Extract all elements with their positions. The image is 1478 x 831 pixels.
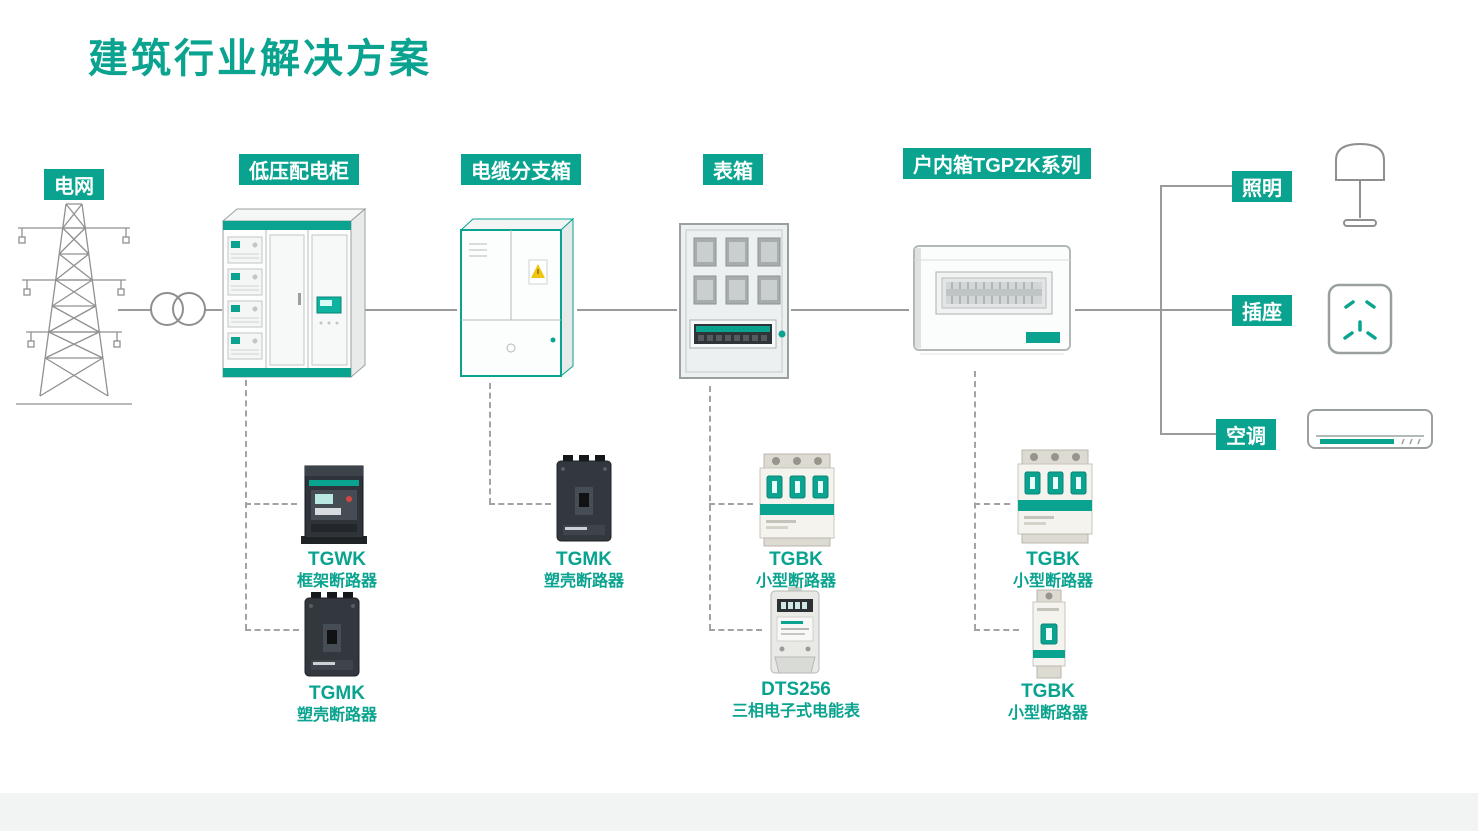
cable-branch-box-illustration bbox=[459, 217, 575, 378]
aircon-label: 空调 bbox=[1216, 419, 1276, 450]
tgwk-label: TGWK 框架断路器 bbox=[267, 548, 407, 592]
dashed-connector-meterbox bbox=[709, 386, 711, 630]
tgmk-cabinet-product-image bbox=[304, 592, 360, 677]
lv-cabinet-illustration bbox=[221, 207, 367, 379]
line-indoorbox-to-hub bbox=[1075, 309, 1162, 311]
line-meterbox-to-indoorbox bbox=[791, 309, 909, 311]
tgbk-indoor2-product-image bbox=[1032, 589, 1066, 679]
line-to-aircon bbox=[1160, 433, 1216, 435]
tgbk-indoor-label: TGBK 小型断路器 bbox=[983, 548, 1123, 592]
dashed-connector-cabinet-tgmk bbox=[245, 629, 299, 631]
line-grid-to-transformer bbox=[118, 309, 152, 311]
dashed-connector-branchbox bbox=[489, 383, 491, 504]
dts256-label: DTS256 三相电子式电能表 bbox=[715, 678, 877, 722]
tgmk-branch-label: TGMK 塑壳断路器 bbox=[518, 548, 650, 592]
tgbk-indoor-model: TGBK bbox=[1026, 549, 1080, 570]
tgmk-branch-product-image bbox=[556, 455, 612, 542]
tgwk-model: TGWK bbox=[307, 549, 367, 570]
tgbk-meter-model: TGBK bbox=[769, 549, 823, 570]
air-conditioner-icon bbox=[1307, 409, 1433, 449]
dts256-model: DTS256 bbox=[761, 679, 831, 700]
tgbk-meter-name: 小型断路器 bbox=[755, 572, 836, 590]
dashed-connector-indoorbox-tgbk2 bbox=[974, 629, 1019, 631]
dashed-connector-indoorbox bbox=[974, 371, 976, 630]
socket-icon bbox=[1327, 283, 1393, 355]
line-to-lighting bbox=[1160, 185, 1232, 187]
line-branchbox-to-meterbox bbox=[577, 309, 677, 311]
dts256-product-image bbox=[770, 587, 820, 674]
tgbk-indoor-product-image bbox=[1017, 449, 1093, 544]
dashed-connector-cabinet bbox=[245, 380, 247, 630]
lighting-label: 照明 bbox=[1232, 171, 1292, 202]
footer-strip bbox=[0, 793, 1478, 831]
tgmk-cabinet-name: 塑壳断路器 bbox=[296, 706, 377, 724]
tgmk-cabinet-model: TGMK bbox=[309, 683, 365, 704]
lamp-icon bbox=[1335, 142, 1385, 227]
dashed-connector-meterbox-tgbk bbox=[709, 503, 753, 505]
tgbk-indoor2-name: 小型断路器 bbox=[1007, 704, 1088, 722]
grid-label: 电网 bbox=[44, 169, 104, 200]
dts256-name: 三相电子式电能表 bbox=[731, 702, 860, 720]
tgbk-indoor2-label: TGBK 小型断路器 bbox=[978, 680, 1118, 724]
tgmk-cabinet-label: TGMK 塑壳断路器 bbox=[267, 682, 407, 726]
dashed-connector-meterbox-dts256 bbox=[709, 629, 762, 631]
tgbk-meter-product-image bbox=[759, 453, 835, 547]
transmission-tower-illustration bbox=[16, 203, 132, 405]
dashed-connector-branchbox-tgmk bbox=[489, 503, 551, 505]
tgwk-name: 框架断路器 bbox=[296, 572, 377, 590]
cabinet-label: 低压配电柜 bbox=[239, 154, 359, 185]
indoor-box-illustration bbox=[913, 245, 1071, 355]
tgmk-branch-model: TGMK bbox=[556, 549, 612, 570]
socket-label: 插座 bbox=[1232, 295, 1292, 326]
dashed-connector-indoorbox-tgbk bbox=[974, 503, 1010, 505]
tgmk-branch-name: 塑壳断路器 bbox=[543, 572, 624, 590]
branch-box-label: 电缆分支箱 bbox=[461, 154, 581, 185]
tgbk-indoor-name: 小型断路器 bbox=[1012, 572, 1093, 590]
tgbk-indoor2-model: TGBK bbox=[1021, 681, 1075, 702]
meter-box-label: 表箱 bbox=[703, 154, 763, 185]
dashed-connector-cabinet-tgwk bbox=[245, 503, 297, 505]
page-title: 建筑行业解决方案 bbox=[88, 37, 432, 81]
tgwk-product-image bbox=[301, 465, 367, 544]
line-cabinet-to-branchbox bbox=[363, 309, 457, 311]
line-to-socket bbox=[1160, 309, 1232, 311]
indoor-box-label: 户内箱TGPZK系列 bbox=[903, 148, 1091, 179]
line-transformer-to-cabinet bbox=[204, 309, 222, 311]
transformer-icon bbox=[150, 292, 206, 326]
tgbk-meter-label: TGBK 小型断路器 bbox=[726, 548, 866, 592]
meter-box-illustration bbox=[679, 223, 789, 379]
